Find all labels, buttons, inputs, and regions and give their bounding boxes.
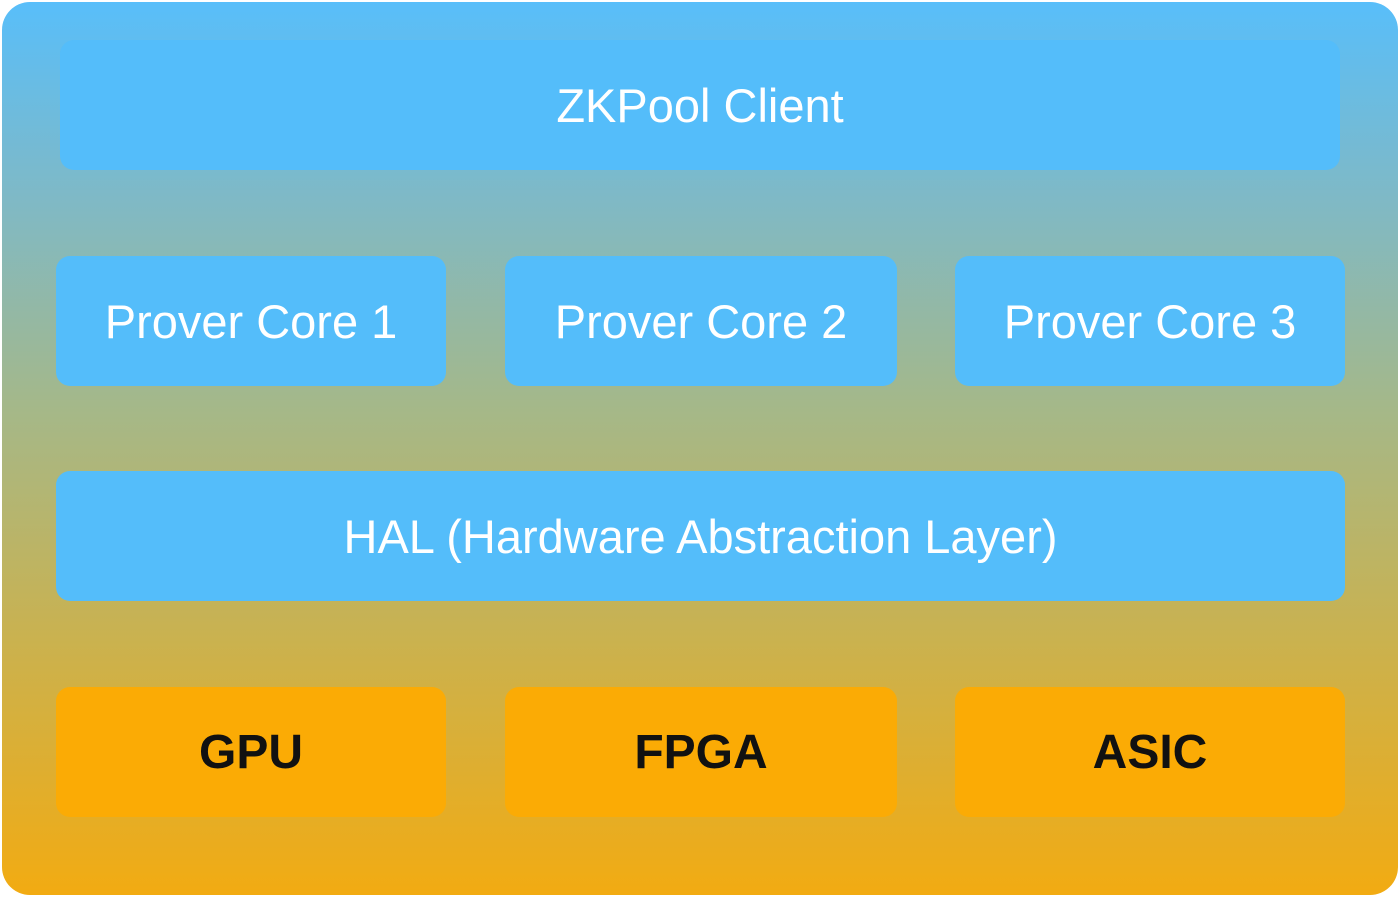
prover-core-3-label: Prover Core 3 — [1003, 294, 1297, 348]
asic-label: ASIC — [1092, 725, 1208, 779]
zkpool-client-label: ZKPool Client — [556, 78, 844, 132]
prover-core-2-box: Prover Core 2 — [505, 256, 897, 386]
asic-box: ASIC — [955, 687, 1345, 817]
hal-layer: HAL (Hardware Abstraction Layer) — [56, 471, 1345, 601]
prover-core-1-box: Prover Core 1 — [56, 256, 446, 386]
fpga-box: FPGA — [505, 687, 897, 817]
gpu-box: GPU — [56, 687, 446, 817]
zkpool-client-layer: ZKPool Client — [60, 40, 1340, 170]
hal-label: HAL (Hardware Abstraction Layer) — [343, 509, 1058, 563]
prover-core-3-box: Prover Core 3 — [955, 256, 1345, 386]
prover-core-2-label: Prover Core 2 — [554, 294, 848, 348]
fpga-label: FPGA — [634, 725, 768, 779]
prover-core-1-label: Prover Core 1 — [104, 294, 398, 348]
gpu-label: GPU — [198, 725, 303, 779]
